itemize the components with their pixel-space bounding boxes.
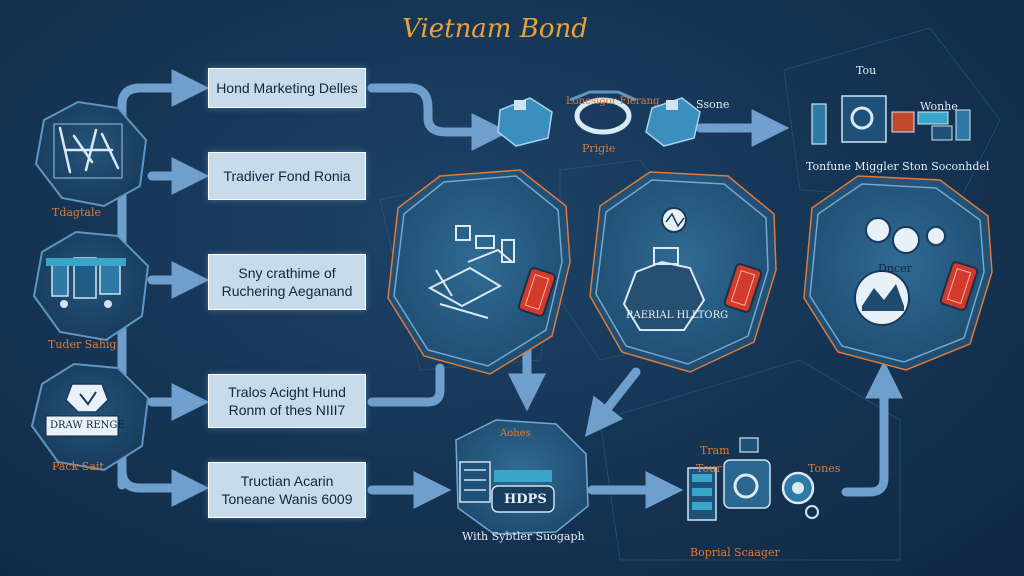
bridge-label: Prigie [582,142,616,155]
arrow-step4-line [367,363,445,407]
bridge-top-label: Lonesigor Fierang [566,96,660,107]
step-5-line-1: Tructian Acarin [240,473,334,489]
arrow-panel2-to-hub [584,367,641,437]
right-label-tones: Tones [808,462,841,475]
step-1-line-1: Hond Marketing Delles [216,80,358,96]
right-label-tour: Tour [696,462,722,475]
step-box-2[interactable]: Tradiver Fond Ronia [208,152,366,200]
panel-3 [803,175,993,371]
hub-label: With Sybtler Suogaph [462,530,585,543]
panel-2 [589,171,777,373]
right-label-tram: Tram [700,444,730,457]
step-box-5[interactable]: Tructian Acarin Toneane Wanis 6009 [208,462,366,518]
lower-connectors [367,345,903,509]
bridge-group [497,90,701,147]
panel-3-label: Dncer [878,262,912,275]
step-2-line-1: Tradiver Fond Ronia [223,168,351,184]
panel-1 [387,169,571,375]
right-bottom-label: Boprial Scaager [690,546,780,559]
left-icon-1-label: Tdagtale [52,206,101,219]
step-4-line-1: Tralos Acight Hund [228,384,346,400]
hub-group [455,419,589,535]
step-box-4[interactable]: Tralos Acight Hund Ronm of thes NIII7 [208,374,366,428]
panel-2-inner-text: RAERIAL HLLTORG [626,310,729,321]
station-top-label: Tou [856,64,877,77]
left-disc-3 [30,362,150,472]
left-disc-1 [34,100,148,208]
hub-top-label: Aohes [500,428,531,439]
left-connectors [117,69,210,507]
left-trunk-arrow [117,69,210,490]
step-3-line-2: Ruchering Aeganand [221,283,353,299]
arrow-right-up-to-panel3 [841,360,903,497]
top-connectors [367,83,790,151]
station-side-label: Wonhe [920,100,958,113]
left-icon-2-label: Tuder Sahig [48,338,117,351]
bridge-side-label: Ssone [696,98,730,111]
machine-group [687,437,819,521]
diagram-title: Vietnam Bond [402,14,588,44]
step-4-line-2: Ronm of thes NIII7 [228,402,346,418]
step-5-line-2: Toneane Wanis 6009 [221,491,353,507]
left-disc-2 [32,230,150,342]
left-icon-3-label: Pack Sait [52,460,104,473]
step-box-3[interactable]: Sny crathime of Ruchering Aeganand [208,254,366,310]
station-label: Tonfune Miggler Ston Soconhdel [806,160,990,173]
left-icon-3-inner-text: DRAW RENGE [50,420,125,431]
left-bottom-arrow [117,465,210,507]
step-box-1[interactable]: Hond Marketing Delles [208,68,366,108]
step-3-line-1: Sny crathime of [238,265,336,281]
hub-text: HDPS [504,492,547,507]
station-group [811,95,971,145]
arrow-step1-to-bridge [367,83,510,151]
